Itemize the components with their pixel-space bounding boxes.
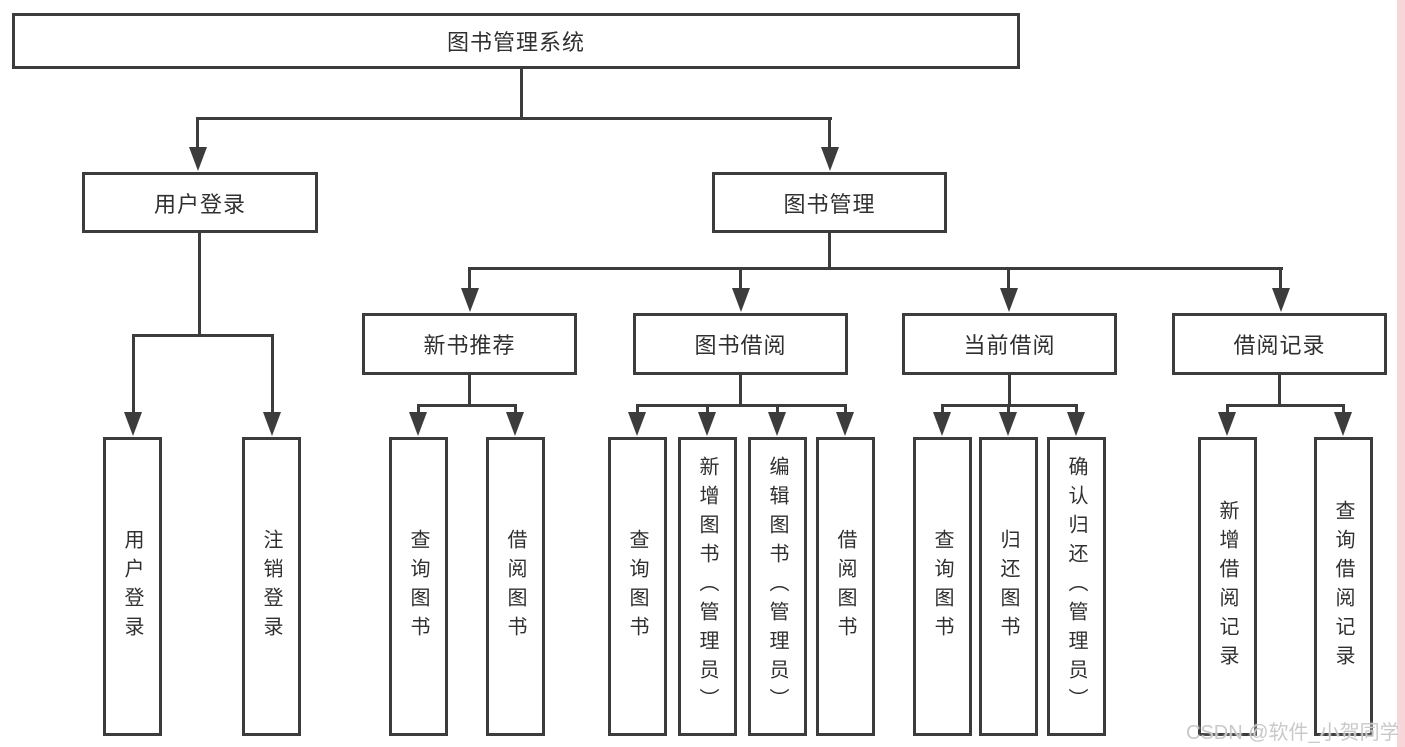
leaf-logout: 注销登录	[242, 437, 301, 736]
connector-line	[132, 334, 274, 337]
leaf-edit-books-admin-label: 编辑图书（管理员）	[766, 456, 788, 717]
connector-line	[514, 404, 517, 416]
arrow-down-icon	[732, 288, 750, 312]
leaf-logout-label: 注销登录	[260, 528, 282, 645]
arrow-down-icon	[189, 147, 207, 171]
connector-line	[468, 267, 1283, 270]
leaf-add-borrow-record: 新增借阅记录	[1198, 437, 1257, 736]
connector-line	[271, 334, 274, 416]
connector-line	[1007, 267, 1010, 293]
arrow-down-icon	[1000, 288, 1018, 312]
node-book-borrow: 图书借阅	[633, 313, 848, 375]
leaf-borrow-borrow-books: 借阅图书	[816, 437, 875, 736]
connector-line	[196, 117, 199, 152]
node-new-book-recommend: 新书推荐	[362, 313, 577, 375]
connector-line	[636, 404, 847, 407]
arrow-down-icon	[628, 412, 646, 436]
node-borrow-records: 借阅记录	[1172, 313, 1387, 375]
connector-line	[828, 231, 831, 270]
connector-line	[417, 404, 517, 407]
node-user-login-label: 用户登录	[153, 191, 246, 217]
leaf-recommend-query-books: 查询图书	[389, 437, 448, 736]
connector-line	[1342, 404, 1345, 416]
arrow-down-icon	[1334, 412, 1352, 436]
leaf-recommend-query-books-label: 查询图书	[407, 528, 429, 645]
node-current-borrow-label: 当前借阅	[963, 333, 1056, 358]
arrow-down-icon	[461, 288, 479, 312]
connector-line	[844, 404, 847, 416]
connector-line	[1278, 373, 1281, 407]
connector-line	[776, 404, 779, 416]
leaf-query-borrow-record: 查询借阅记录	[1314, 437, 1373, 736]
arrow-down-icon	[836, 412, 854, 436]
leaf-current-query-books: 查询图书	[913, 437, 972, 736]
csdn-watermark: CSDN @软件_小贺同学	[1186, 722, 1400, 744]
arrow-down-icon	[1067, 412, 1085, 436]
leaf-return-books: 归还图书	[979, 437, 1038, 736]
leaf-edit-books-admin: 编辑图书（管理员）	[748, 437, 807, 736]
connector-line	[739, 267, 742, 293]
leaf-add-borrow-record-label: 新增借阅记录	[1216, 499, 1238, 674]
connector-line	[739, 373, 742, 407]
arrow-down-icon	[124, 412, 142, 436]
leaf-confirm-return-admin: 确认归还（管理员）	[1047, 437, 1106, 736]
connector-line	[196, 117, 832, 120]
connector-line	[1075, 404, 1078, 416]
connector-line	[468, 373, 471, 407]
connector-line	[636, 404, 639, 416]
leaf-borrow-borrow-books-label: 借阅图书	[834, 528, 856, 645]
node-book-borrow-label: 图书借阅	[694, 333, 787, 358]
arrow-down-icon	[1272, 288, 1290, 312]
node-borrow-records-label: 借阅记录	[1233, 333, 1326, 358]
node-current-borrow: 当前借阅	[902, 313, 1117, 375]
leaf-recommend-borrow-books: 借阅图书	[486, 437, 545, 736]
leaf-borrow-query-books: 查询图书	[608, 437, 667, 736]
leaf-user-login-label: 用户登录	[121, 528, 143, 645]
node-user-login: 用户登录	[82, 172, 318, 233]
leaf-recommend-borrow-books-label: 借阅图书	[504, 528, 526, 645]
leaf-confirm-return-admin-label: 确认归还（管理员）	[1065, 456, 1087, 717]
leaf-current-query-books-label: 查询图书	[931, 528, 953, 645]
arrow-down-icon	[821, 147, 839, 171]
connector-line	[1279, 267, 1282, 293]
connector-line	[520, 66, 523, 119]
node-root-label: 图书管理系统	[446, 30, 585, 55]
node-root: 图书管理系统	[12, 13, 1020, 69]
leaf-query-borrow-record-label: 查询借阅记录	[1332, 499, 1354, 674]
arrow-down-icon	[409, 412, 427, 436]
leaf-add-books-admin-label: 新增图书（管理员）	[696, 456, 718, 717]
arrow-down-icon	[698, 412, 716, 436]
arrow-down-icon	[933, 412, 951, 436]
right-edge-pink-strip	[1397, 0, 1405, 747]
connector-line	[1226, 404, 1345, 407]
leaf-add-books-admin: 新增图书（管理员）	[678, 437, 737, 736]
connector-line	[1008, 373, 1011, 407]
connector-line	[468, 267, 471, 293]
leaf-return-books-label: 归还图书	[997, 528, 1019, 645]
arrow-down-icon	[768, 412, 786, 436]
connector-line	[1226, 404, 1229, 416]
node-book-management-label: 图书管理	[783, 191, 876, 217]
connector-line	[1007, 404, 1010, 416]
connector-line	[941, 404, 944, 416]
arrow-down-icon	[1218, 412, 1236, 436]
arrow-down-icon	[999, 412, 1017, 436]
connector-line	[706, 404, 709, 416]
leaf-borrow-query-books-label: 查询图书	[626, 528, 648, 645]
leaf-user-login: 用户登录	[103, 437, 162, 736]
node-new-book-recommend-label: 新书推荐	[423, 333, 516, 358]
connector-line	[417, 404, 420, 416]
connector-line	[198, 231, 201, 336]
connector-line	[828, 117, 831, 152]
arrow-down-icon	[263, 412, 281, 436]
arrow-down-icon	[506, 412, 524, 436]
node-book-management: 图书管理	[712, 172, 947, 233]
connector-line	[132, 334, 135, 416]
